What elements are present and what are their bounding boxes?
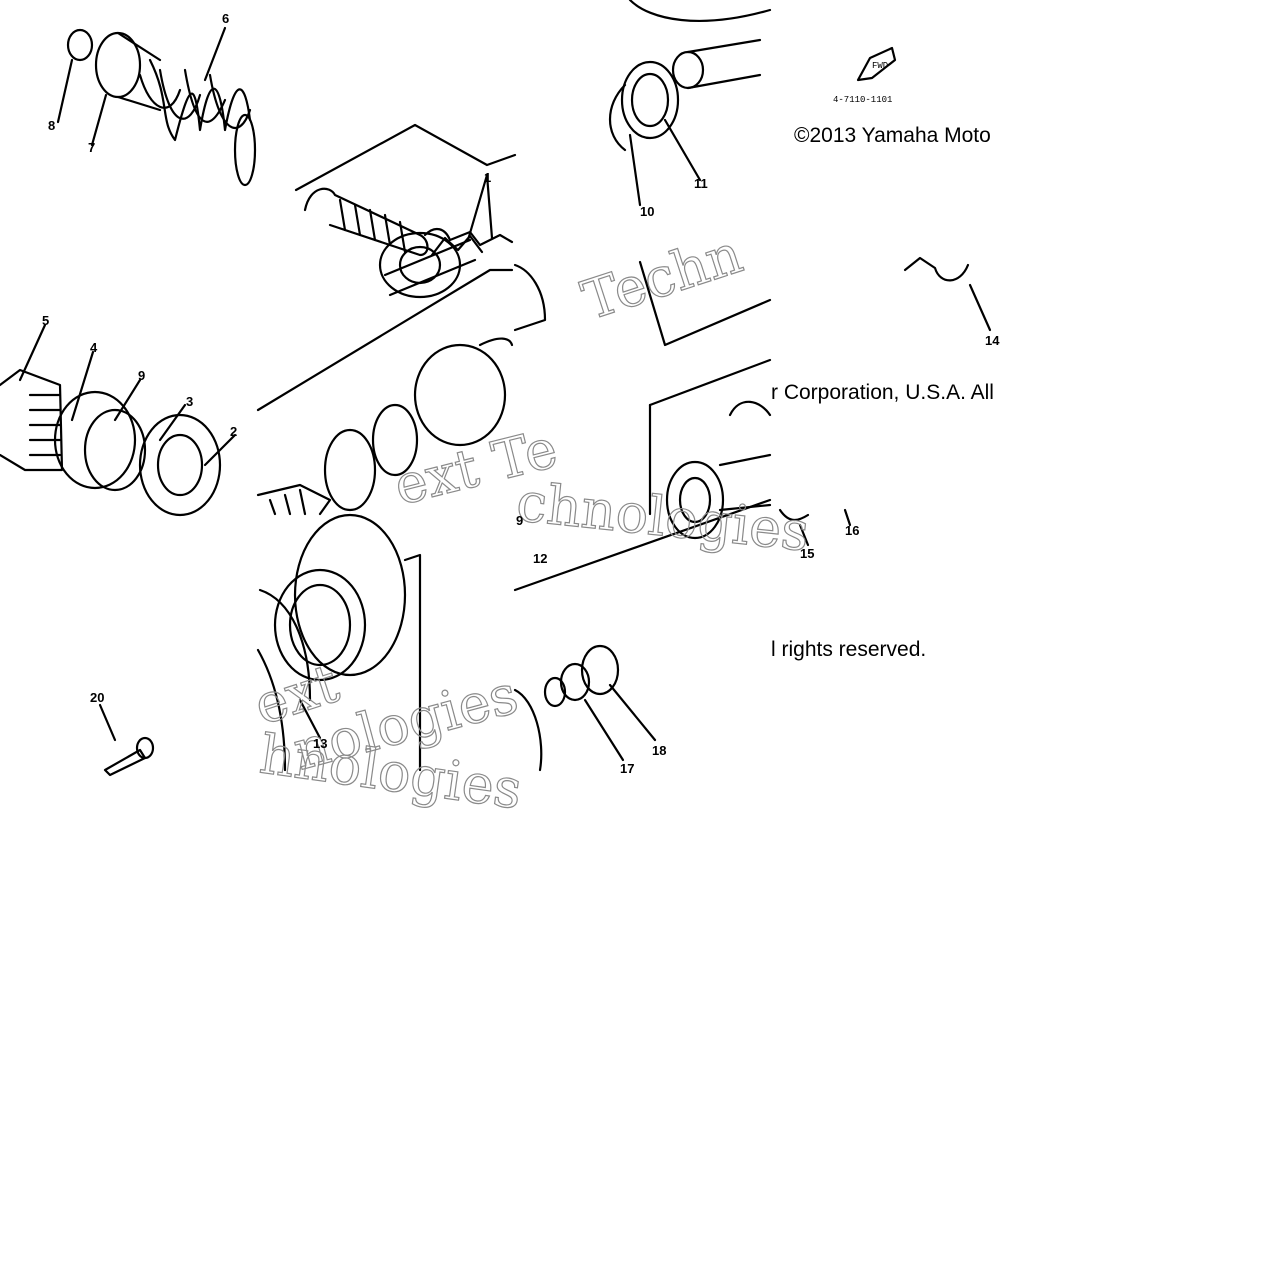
callout-4: 4 <box>90 340 98 355</box>
callout-16: 16 <box>845 523 859 538</box>
copyright-line-2: r Corporation, U.S.A. All <box>771 381 994 404</box>
callout-numbers: 1 2 3 4 5 6 7 8 9 9 10 11 12 13 14 15 16… <box>42 11 1000 776</box>
forward-arrow-icon: 4-7110-1101 FWD <box>833 46 897 105</box>
callout-8: 8 <box>48 118 55 133</box>
svg-text:chnologies: chnologies <box>514 470 813 563</box>
housing-bearing <box>256 231 514 516</box>
callout-7: 7 <box>88 140 95 155</box>
bearing-and-circlip <box>608 0 772 207</box>
watermark: Techn ext Te chnologies ext nologies hno… <box>246 221 813 822</box>
svg-text:Techn: Techn <box>575 222 750 332</box>
svg-text:FWD: FWD <box>872 61 888 71</box>
flange-coupling <box>513 260 772 540</box>
callout-15: 15 <box>800 546 814 561</box>
callout-10: 10 <box>640 204 654 219</box>
callout-9: 9 <box>138 368 145 383</box>
svg-text:4-7110-1101: 4-7110-1101 <box>833 95 892 105</box>
oil-seal-13 <box>256 513 422 772</box>
callout-11: 11 <box>694 176 708 191</box>
callout-1: 1 <box>484 170 491 185</box>
pinion-shaft <box>294 123 517 257</box>
callout-6: 6 <box>222 11 229 26</box>
spring-assembly <box>56 26 257 187</box>
gear-and-washer-stack <box>0 323 237 517</box>
callout-3: 3 <box>186 394 193 409</box>
callout-2: 2 <box>230 424 237 439</box>
nut-washer <box>513 498 852 592</box>
callout-13: 13 <box>313 736 327 751</box>
copyright-line-3: l rights reserved. <box>771 638 927 661</box>
callout-14: 14 <box>985 333 1000 348</box>
callout-9b: 9 <box>516 513 523 528</box>
callout-5: 5 <box>42 313 49 328</box>
bolt-20 <box>98 703 155 777</box>
callout-12: 12 <box>533 551 547 566</box>
copyright-line-1: ©2013 Yamaha Moto <box>794 124 991 147</box>
washer-14 <box>903 256 992 332</box>
callout-18: 18 <box>652 743 666 758</box>
callout-17: 17 <box>620 761 634 776</box>
callout-20: 20 <box>90 690 104 705</box>
washers-17-18 <box>513 644 657 772</box>
